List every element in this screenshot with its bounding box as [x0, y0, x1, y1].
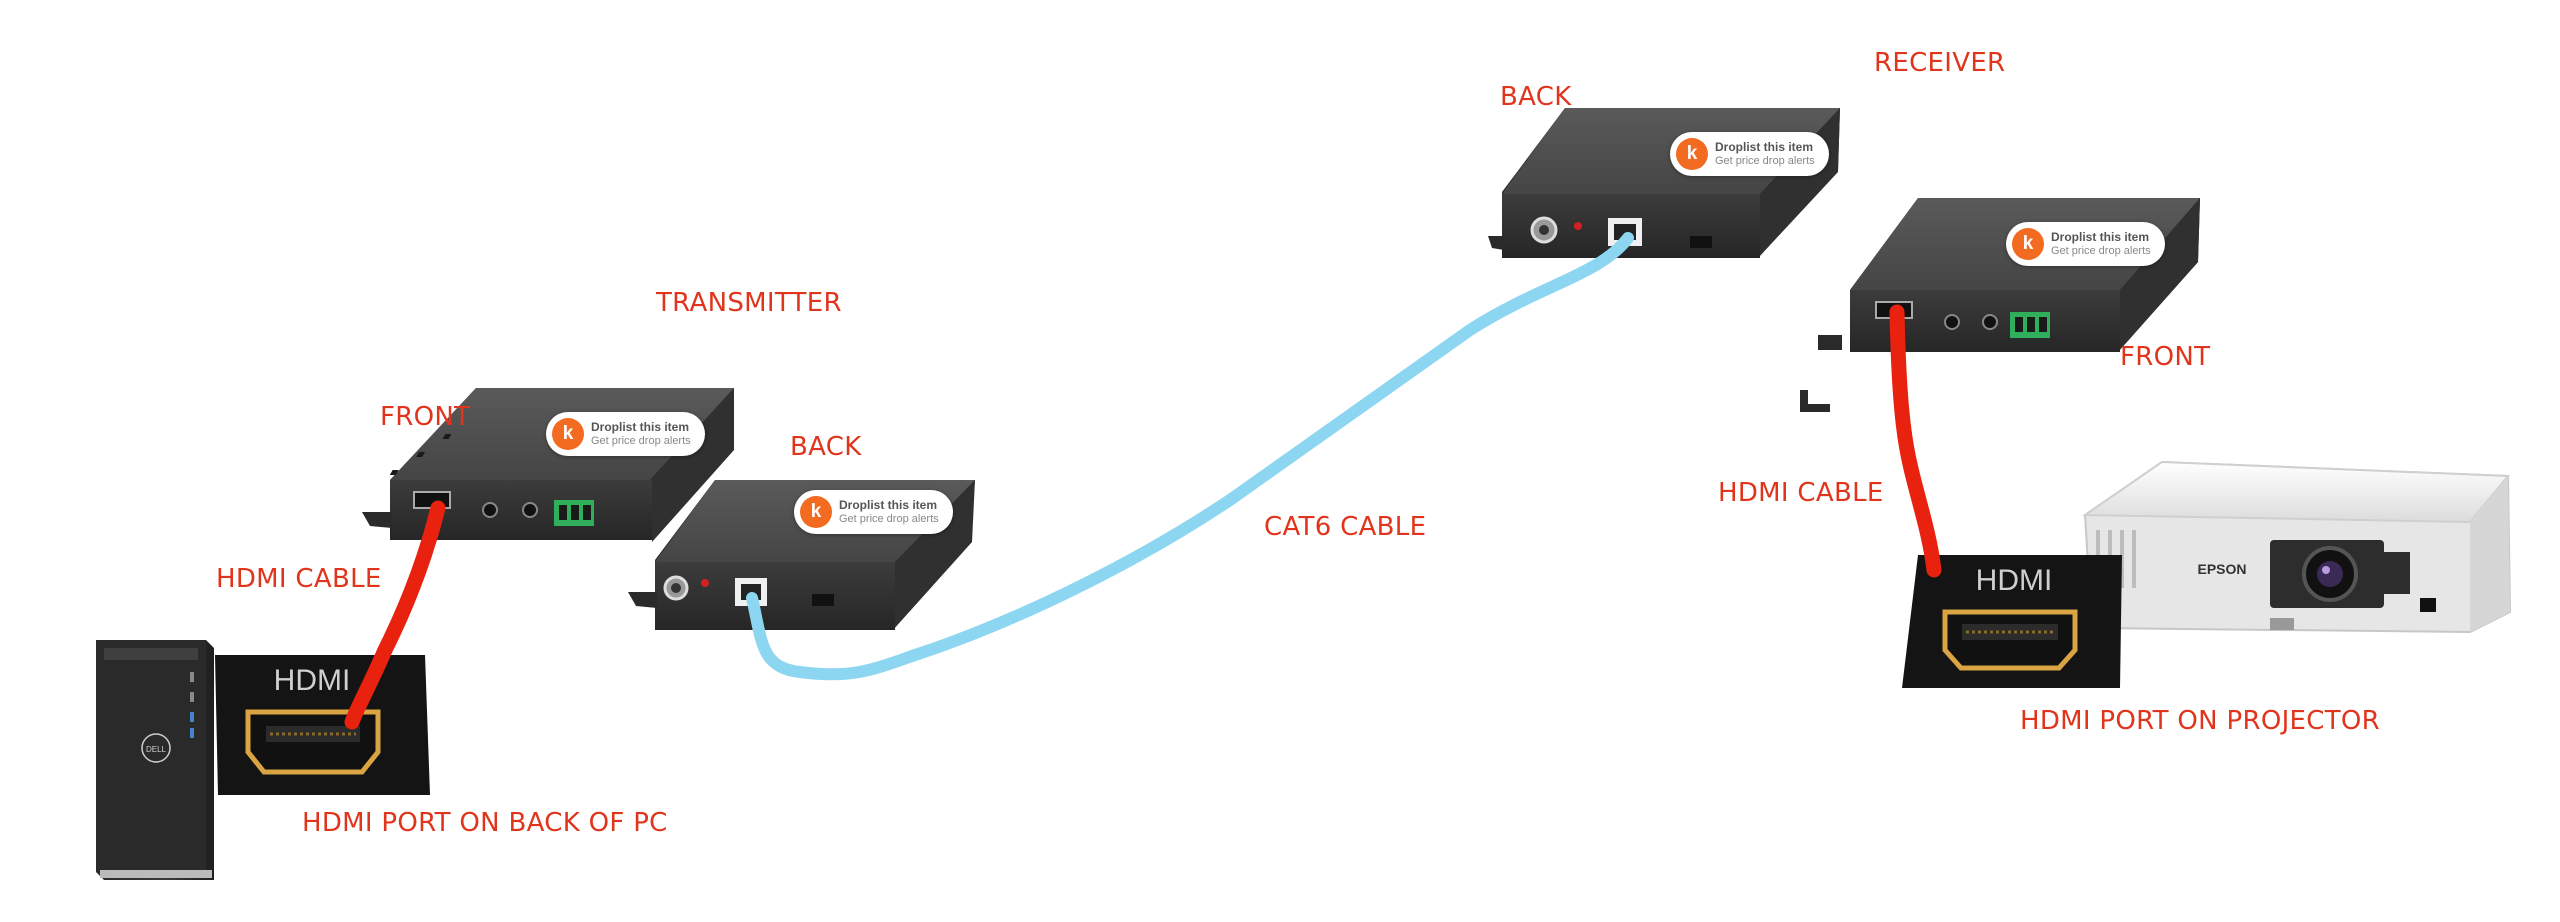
droplist-badge[interactable]: k Droplist this item Get price drop aler…	[2006, 222, 2165, 266]
badge-title: Droplist this item	[839, 498, 938, 512]
pc-logo	[141, 733, 171, 763]
receiver-label: RECEIVER	[1874, 48, 2006, 78]
cat6-cable	[746, 232, 1634, 681]
badge-logo-icon: k	[800, 496, 832, 528]
hdmi-cable-right-label: HDMI CABLE	[1718, 478, 1884, 508]
badge-title: Droplist this item	[1715, 140, 1814, 154]
droplist-badge[interactable]: k Droplist this item Get price drop aler…	[546, 412, 705, 456]
hdmi-cable-left	[344, 500, 446, 730]
pc-tower: DELL	[96, 640, 214, 880]
badge-subtitle: Get price drop alerts	[1715, 155, 1815, 167]
pc-brand: DELL	[146, 745, 167, 754]
badge-title: Droplist this item	[2051, 230, 2150, 244]
projector-port-label: HDMI PORT ON PROJECTOR	[2020, 706, 2381, 736]
pc-port-word: HDMI	[274, 664, 351, 697]
badge-logo-icon: k	[552, 418, 584, 450]
hdmi-port-icon	[245, 709, 381, 775]
badge-title: Droplist this item	[591, 420, 690, 434]
droplist-badge[interactable]: k Droplist this item Get price drop aler…	[794, 490, 953, 534]
projector-hdmi-port-card: HDMI	[1902, 555, 2122, 688]
pc-port-label: HDMI PORT ON BACK OF PC	[302, 808, 668, 838]
pc-hdmi-port-card: HDMI	[215, 655, 430, 795]
hdmi-port-icon	[1942, 609, 2078, 671]
rx-back-device	[1488, 108, 1840, 258]
tx-front-label: FRONT	[380, 402, 471, 432]
terminal-block-icon	[554, 500, 594, 526]
droplist-badge[interactable]: k Droplist this item Get price drop aler…	[1670, 132, 1829, 176]
projector-brand: EPSON	[2197, 561, 2246, 577]
rx-back-label: BACK	[1500, 82, 1572, 112]
badge-logo-icon: k	[1676, 138, 1708, 170]
hdmi-cable-left-label: HDMI CABLE	[216, 564, 382, 594]
terminal-block-icon	[2010, 312, 2050, 338]
rx-front-device	[1800, 198, 2200, 412]
rx-front-label: FRONT	[2120, 342, 2211, 372]
transmitter-label: TRANSMITTER	[656, 288, 842, 318]
badge-logo-icon: k	[2012, 228, 2044, 260]
hdmi-cable-right	[1889, 304, 1942, 578]
tx-front-device	[362, 388, 734, 542]
badge-subtitle: Get price drop alerts	[591, 435, 691, 447]
cat6-cable-label: CAT6 CABLE	[1264, 512, 1427, 542]
badge-subtitle: Get price drop alerts	[2051, 245, 2151, 257]
projector: EPSON	[2081, 460, 2512, 634]
badge-subtitle: Get price drop alerts	[839, 513, 939, 525]
tx-back-label: BACK	[790, 432, 862, 462]
projector-port-word: HDMI	[1976, 564, 2053, 597]
